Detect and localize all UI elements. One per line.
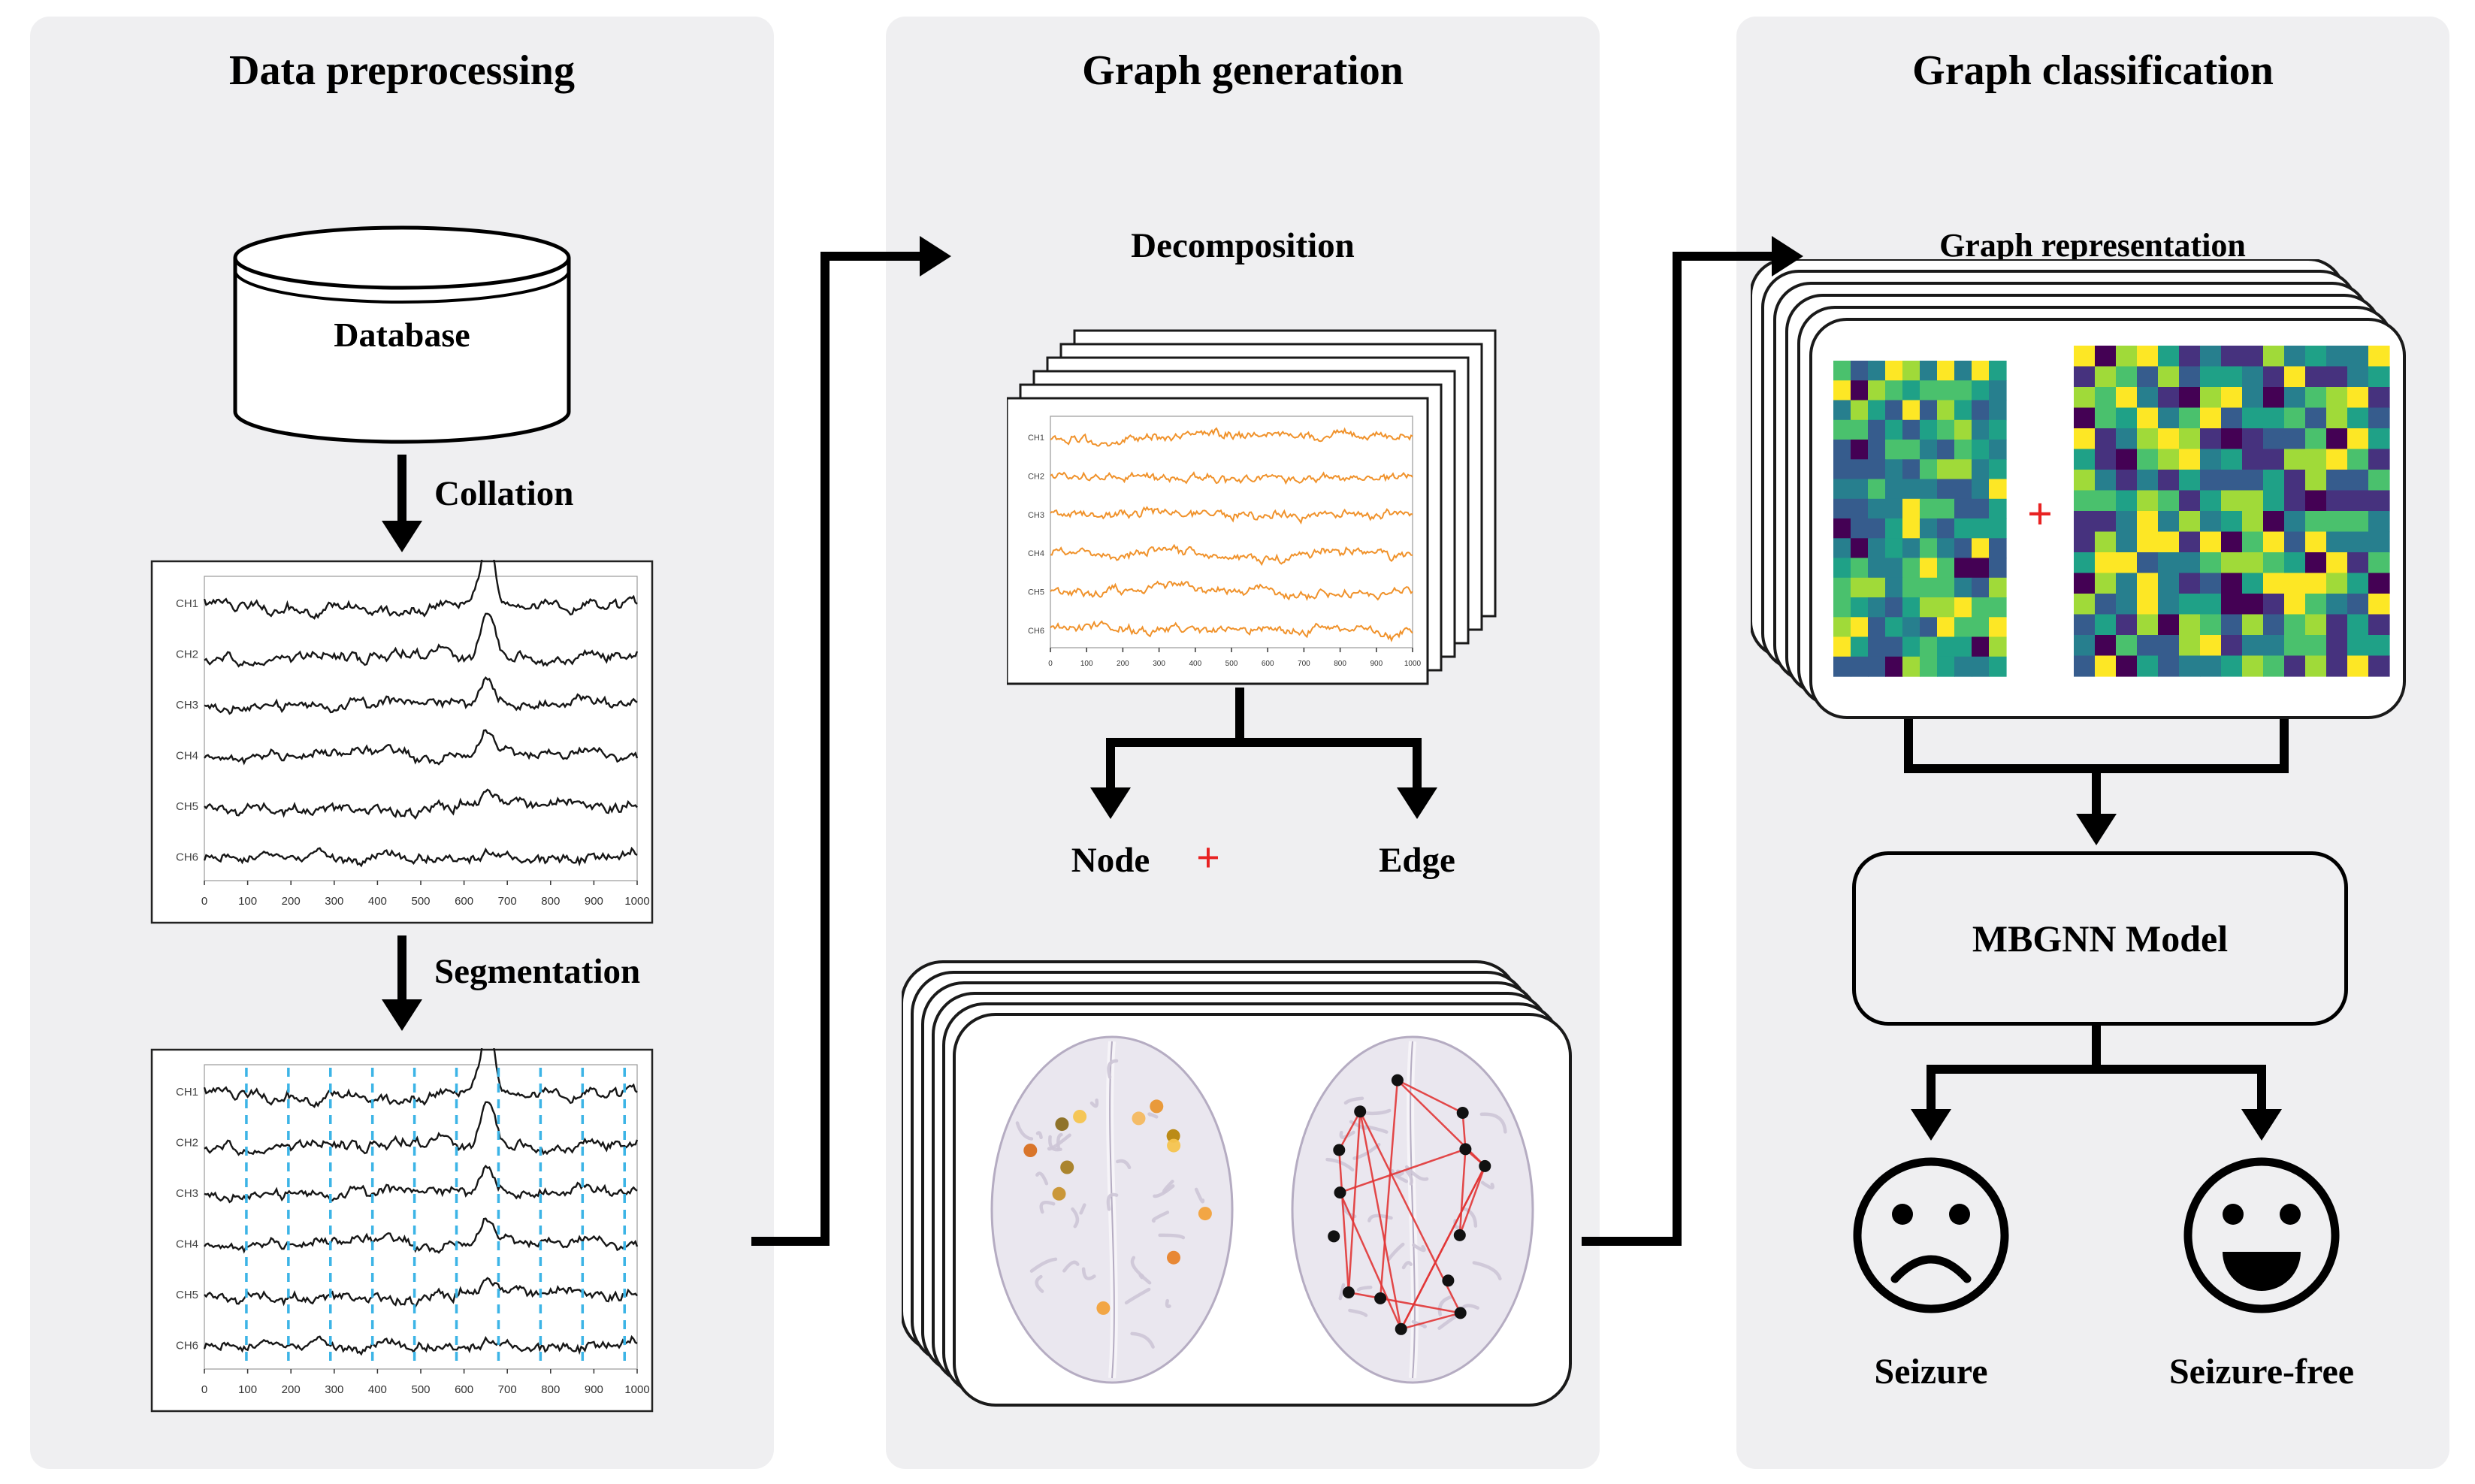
svg-text:CH1: CH1 — [176, 1086, 198, 1099]
svg-text:900: 900 — [585, 895, 603, 908]
brain-edge-graph — [1291, 1035, 1534, 1384]
feature-matrix-stack — [1751, 259, 2406, 719]
svg-text:500: 500 — [411, 1383, 430, 1396]
svg-text:0: 0 — [201, 895, 207, 908]
svg-text:CH6: CH6 — [176, 851, 198, 864]
svg-text:CH1: CH1 — [176, 597, 198, 610]
svg-text:CH4: CH4 — [1028, 549, 1044, 558]
database-icon — [233, 225, 571, 444]
svg-text:CH3: CH3 — [176, 699, 198, 712]
svg-text:800: 800 — [541, 1383, 560, 1396]
svg-text:0: 0 — [1048, 660, 1053, 668]
svg-text:CH2: CH2 — [176, 648, 198, 661]
seizure-label: Seizure — [1874, 1352, 1988, 1392]
segmentation-label: Segmentation — [434, 952, 641, 991]
svg-text:600: 600 — [1262, 660, 1274, 668]
svg-text:CH2: CH2 — [1028, 473, 1044, 482]
seizure-free-label: Seizure-free — [2168, 1352, 2355, 1392]
svg-text:400: 400 — [368, 895, 387, 908]
svg-text:200: 200 — [282, 895, 301, 908]
svg-text:CH3: CH3 — [1028, 511, 1044, 520]
svg-text:900: 900 — [585, 1383, 603, 1396]
svg-text:600: 600 — [455, 895, 473, 908]
outcome-faces — [1853, 1157, 2340, 1313]
svg-text:100: 100 — [238, 1383, 257, 1396]
database-label: Database — [334, 316, 470, 354]
svg-text:CH5: CH5 — [176, 800, 198, 813]
mbgnn-model-label: MBGNN Model — [1972, 917, 2229, 960]
svg-text:CH4: CH4 — [176, 750, 198, 763]
svg-text:400: 400 — [1189, 660, 1201, 668]
adjacency-heatmap — [2074, 346, 2390, 677]
svg-text:700: 700 — [498, 1383, 517, 1396]
mbgnn-model-box: MBGNN Model — [1852, 851, 2348, 1026]
panel-title-preprocessing: Data preprocessing — [229, 47, 575, 94]
plus-icon-generation: + — [1196, 835, 1220, 881]
svg-text:CH1: CH1 — [1028, 434, 1044, 443]
svg-text:500: 500 — [1225, 660, 1238, 668]
happy-face-icon — [2183, 1157, 2340, 1313]
svg-text:1000: 1000 — [1404, 660, 1422, 668]
svg-text:CH4: CH4 — [176, 1238, 198, 1251]
svg-text:800: 800 — [541, 895, 560, 908]
svg-text:CH6: CH6 — [176, 1340, 198, 1353]
svg-text:300: 300 — [325, 895, 343, 908]
svg-text:0: 0 — [201, 1383, 207, 1396]
svg-text:300: 300 — [325, 1383, 343, 1396]
graph-representation-label: Graph representation — [1939, 227, 2246, 264]
svg-text:600: 600 — [455, 1383, 473, 1396]
svg-text:CH3: CH3 — [176, 1187, 198, 1200]
decomposition-label: Decomposition — [1131, 226, 1355, 265]
svg-text:CH5: CH5 — [176, 1289, 198, 1301]
sad-face-icon — [1853, 1157, 2009, 1313]
svg-text:100: 100 — [1080, 660, 1093, 668]
svg-text:200: 200 — [1117, 660, 1129, 668]
svg-text:700: 700 — [1298, 660, 1310, 668]
svg-text:300: 300 — [1153, 660, 1165, 668]
panel-title-generation: Graph generation — [1082, 47, 1404, 94]
node-label: Node — [1071, 841, 1150, 880]
svg-text:CH6: CH6 — [1028, 627, 1044, 636]
edge-label: Edge — [1379, 841, 1455, 880]
svg-text:1000: 1000 — [624, 895, 649, 908]
svg-text:200: 200 — [282, 1383, 301, 1396]
panel-title-classification: Graph classification — [1912, 47, 2274, 94]
svg-text:800: 800 — [1334, 660, 1346, 668]
svg-text:CH5: CH5 — [1028, 588, 1044, 597]
svg-text:500: 500 — [411, 895, 430, 908]
node-feature-heatmap — [1833, 361, 2007, 677]
brain-node-map — [990, 1035, 1234, 1384]
brain-graph-stack — [902, 960, 1572, 1407]
collation-label: Collation — [434, 474, 574, 513]
svg-text:700: 700 — [498, 895, 517, 908]
svg-text:1000: 1000 — [624, 1383, 649, 1396]
svg-text:100: 100 — [238, 895, 257, 908]
svg-text:900: 900 — [1370, 660, 1383, 668]
plus-icon-classification: + — [2026, 489, 2053, 539]
svg-text:CH2: CH2 — [176, 1137, 198, 1150]
svg-text:400: 400 — [368, 1383, 387, 1396]
